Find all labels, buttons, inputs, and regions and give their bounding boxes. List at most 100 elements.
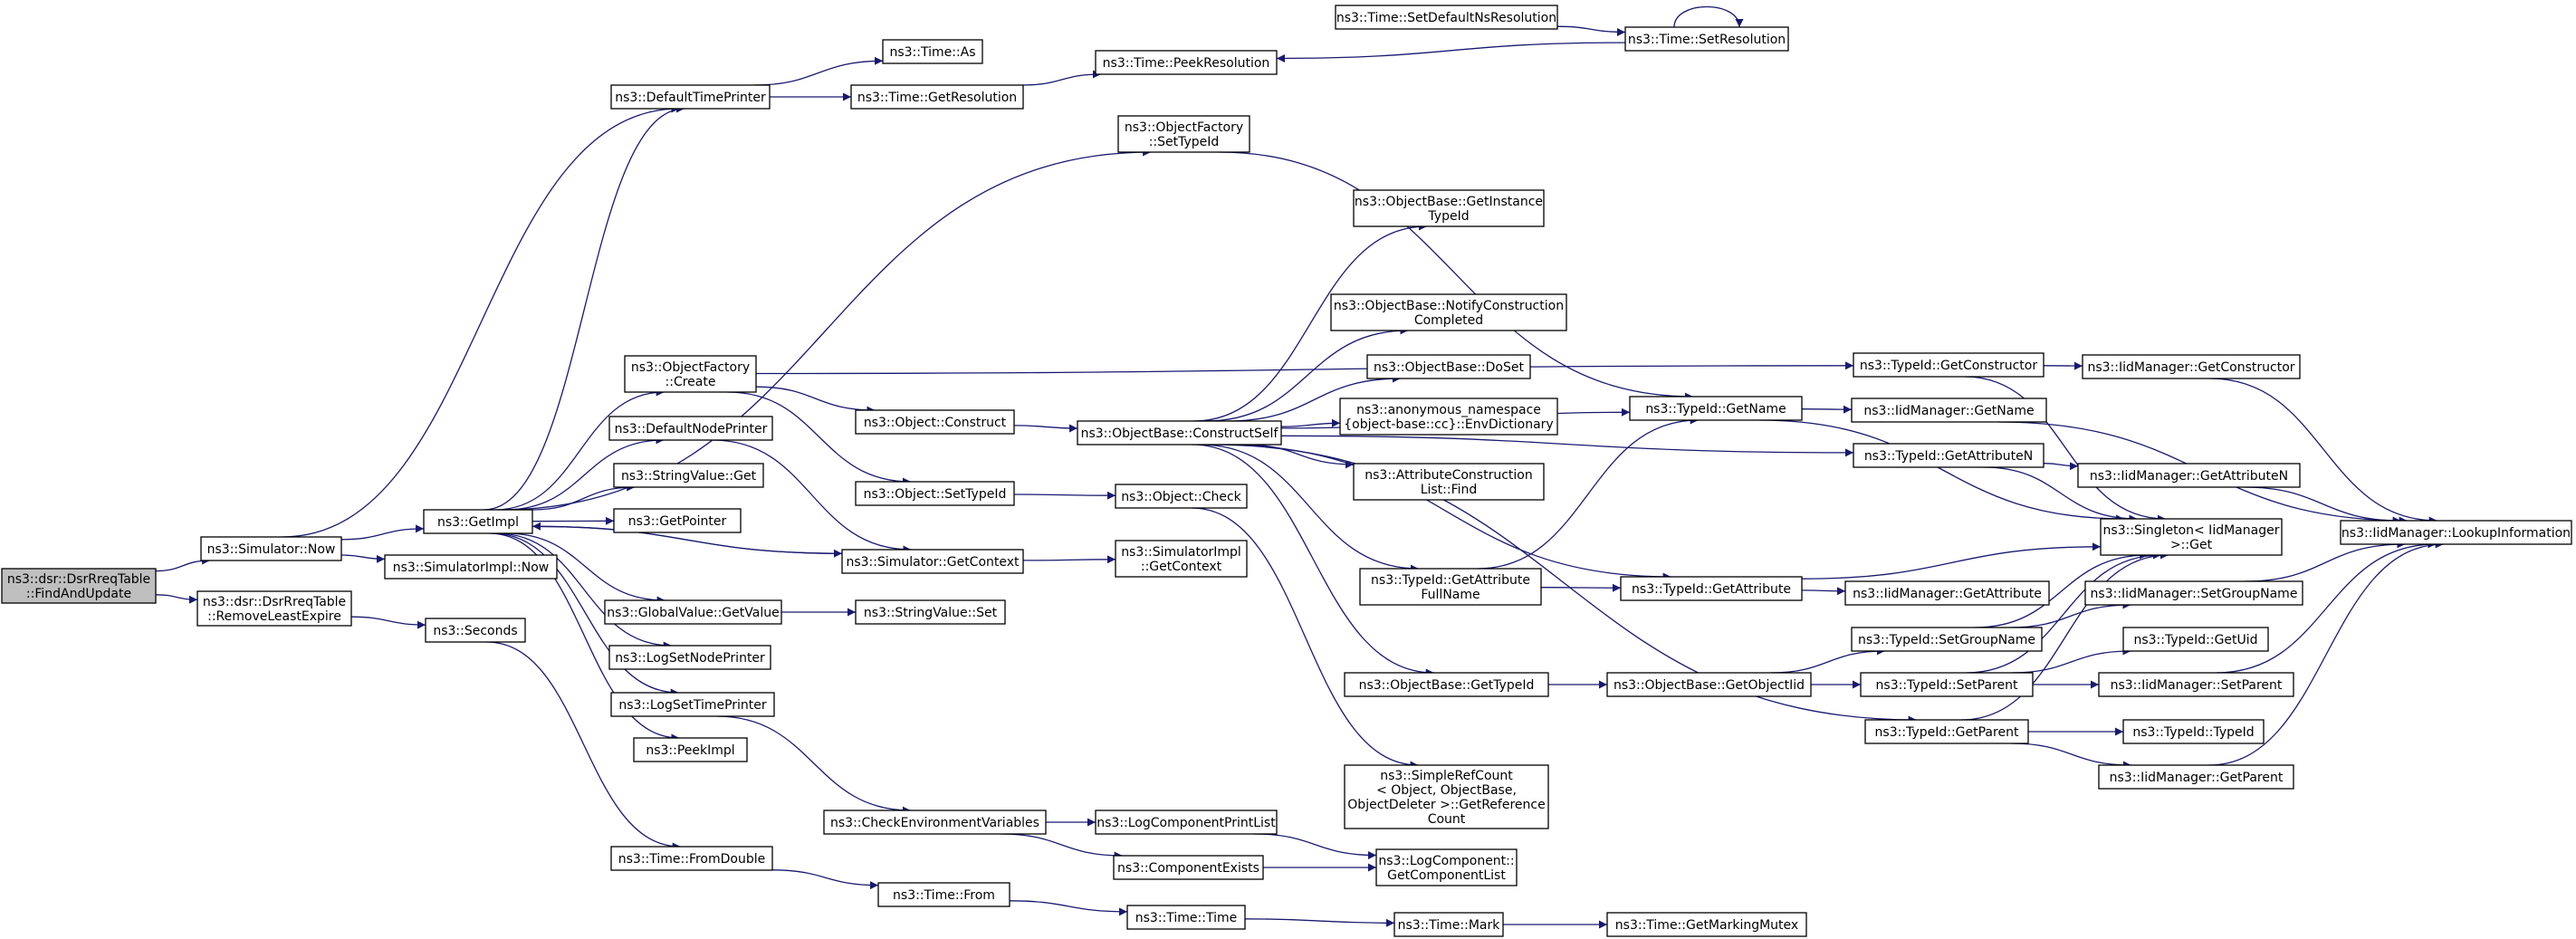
function-node-label: ns3::Time::PeekResolution	[1103, 56, 1270, 71]
function-node[interactable]: ns3::TypeId::TypeId	[2122, 719, 2265, 744]
function-node[interactable]: ns3::Simulator::GetContext	[841, 549, 1024, 574]
function-node[interactable]: ns3::TypeId::GetAttributeN	[1853, 443, 2045, 468]
function-node[interactable]: ns3::Time::SetResolution	[1624, 26, 1789, 52]
call-edge-line	[1193, 222, 1428, 422]
function-node-box	[850, 84, 1024, 110]
function-node[interactable]: ns3::DefaultTimePrinter	[610, 84, 771, 110]
call-edge-line	[1001, 833, 1123, 860]
function-node[interactable]: ns3::TypeId::GetParent	[1864, 719, 2029, 744]
function-node[interactable]: ns3::anonymous_namespace{object-base::cc…	[1339, 398, 1558, 436]
call-edge	[1205, 326, 1409, 422]
function-node[interactable]: ns3::Object::SetTypeId	[855, 481, 1015, 506]
function-node[interactable]: ns3::IidManager::LookupInformation	[2340, 520, 2572, 545]
call-edge	[2009, 600, 2131, 628]
function-node[interactable]: ns3::Time::SetDefaultNsResolution	[1335, 5, 1558, 30]
function-node[interactable]: ns3::Singleton< IidManager>::Get	[2100, 518, 2283, 556]
function-node[interactable]: ns3::ObjectFactory::SetTypeId	[1117, 115, 1250, 153]
function-node[interactable]: ns3::TypeId::SetParent	[1860, 672, 2034, 697]
function-node-label: ns3::ComponentExists	[1117, 861, 1259, 876]
function-node[interactable]: ns3::Object::Check	[1115, 484, 1248, 509]
function-node[interactable]: ns3::SimpleRefCount< Object, ObjectBase,…	[1344, 764, 1549, 829]
function-node[interactable]: ns3::ObjectBase::GetObjectIid	[1606, 672, 1812, 697]
function-node[interactable]: ns3::TypeId::SetGroupName	[1851, 627, 2043, 652]
call-edge-line	[1013, 491, 1116, 500]
function-node[interactable]: ns3::GlobalValue::GetValue	[604, 599, 782, 625]
function-node-label: Completed	[1414, 313, 1483, 328]
call-edge-line	[2011, 647, 2131, 674]
function-node-label: ns3::SimulatorImpl::Now	[393, 561, 550, 575]
call-edge-line	[1280, 418, 1341, 427]
call-edge	[1770, 647, 1885, 674]
function-node[interactable]: ns3::DefaultNodePrinter	[608, 416, 773, 441]
function-node-label: ns3::IidManager::SetGroupName	[2091, 587, 2298, 601]
function-node[interactable]: ns3::StringValue::Set	[855, 599, 1006, 625]
root-function-node[interactable]: ns3::dsr::DsrRreqTable::FindAndUpdate	[1, 568, 157, 604]
function-node[interactable]: ns3::Simulator::Now	[200, 536, 342, 561]
function-node[interactable]: ns3::IidManager::GetAttributeN	[2077, 463, 2301, 488]
function-node[interactable]: ns3::LogSetTimePrinter	[610, 692, 775, 717]
function-node[interactable]: ns3::ObjectBase::GetTypeId	[1344, 672, 1549, 697]
function-node[interactable]: ns3::LogComponentPrintList	[1095, 810, 1278, 835]
function-node[interactable]: ns3::Time::FromDouble	[610, 846, 773, 871]
function-node[interactable]: ns3::IidManager::SetParent	[2098, 672, 2294, 697]
function-node-box	[823, 810, 1047, 835]
function-node[interactable]: ns3::LogComponent::GetComponentList	[1375, 848, 1518, 886]
function-node[interactable]: ns3::LogSetNodePrinter	[608, 645, 771, 670]
call-edge	[489, 532, 680, 743]
function-node[interactable]: ns3::ObjectBase::ConstructSelf	[1077, 420, 1282, 446]
function-node[interactable]: ns3::Object::Construct	[855, 409, 1015, 435]
function-node[interactable]: ns3::dsr::DsrRreqTable::RemoveLeastExpir…	[196, 590, 352, 627]
function-node-label: ns3::IidManager::GetAttribute	[1853, 587, 2042, 601]
call-edge	[1966, 551, 2161, 674]
function-node-label: ns3::TypeId::GetAttribute	[1371, 573, 1530, 588]
call-edge-line	[1219, 151, 1693, 401]
function-node[interactable]: ns3::Time::PeekResolution	[1095, 50, 1278, 75]
function-node-box	[1115, 540, 1248, 578]
function-node-label: {object-base::cc}::EnvDictionary	[1344, 417, 1553, 432]
call-edge-line	[489, 532, 680, 743]
function-node[interactable]: ns3::Time::GetResolution	[850, 84, 1024, 110]
function-node[interactable]: ns3::SimulatorImpl::GetContext	[1115, 540, 1248, 578]
function-node-label: Count	[1428, 812, 1466, 827]
call-edge	[771, 869, 879, 890]
function-node[interactable]: ns3::Time::Time	[1126, 905, 1246, 930]
function-node-label: ns3::Time::Mark	[1398, 918, 1501, 933]
function-node[interactable]: ns3::StringValue::Get	[613, 463, 764, 488]
function-node[interactable]: ns3::Time::From	[877, 882, 1010, 907]
function-node-box	[2077, 463, 2301, 488]
function-node[interactable]: ns3::PeekImpl	[633, 737, 748, 762]
function-node[interactable]: ns3::IidManager::GetName	[1851, 398, 2047, 423]
function-node[interactable]: ns3::ObjectFactory::Create	[624, 355, 757, 393]
function-node[interactable]: ns3::IidManager::GetConstructor	[2082, 354, 2301, 379]
function-node[interactable]: ns3::IidManager::SetGroupName	[2084, 580, 2303, 606]
function-node[interactable]: ns3::Time::GetMarkingMutex	[1606, 912, 1807, 937]
function-node[interactable]: ns3::Time::Mark	[1393, 912, 1504, 937]
function-node-box	[1853, 352, 2045, 378]
function-node[interactable]: ns3::TypeId::GetUid	[2122, 627, 2269, 652]
function-node[interactable]: ns3::Time::As	[882, 39, 983, 64]
function-node[interactable]: ns3::IidManager::GetParent	[2098, 764, 2294, 790]
function-node[interactable]: ns3::CheckEnvironmentVariables	[823, 810, 1047, 835]
function-node-label: ns3::SimulatorImpl	[1121, 545, 1241, 560]
function-node[interactable]: ns3::TypeId::GetName	[1629, 396, 1803, 421]
function-node[interactable]: ns3::Seconds	[425, 618, 526, 643]
function-node[interactable]: ns3::ObjectBase::NotifyConstructionCompl…	[1330, 293, 1567, 331]
function-node[interactable]: ns3::GetImpl	[423, 509, 533, 534]
call-edge-line	[1961, 551, 2169, 721]
function-node-box	[633, 737, 748, 762]
function-node[interactable]: ns3::ObjectBase::DoSet	[1366, 354, 1531, 379]
function-node[interactable]: ns3::TypeId::GetAttribute	[1620, 576, 1803, 601]
function-node-box	[1335, 5, 1558, 30]
function-node-box	[200, 536, 342, 561]
call-edge-line	[505, 532, 666, 605]
function-node[interactable]: ns3::ComponentExists	[1113, 855, 1264, 880]
call-edge-line	[1192, 444, 1434, 677]
function-node[interactable]: ns3::TypeId::GetConstructor	[1853, 352, 2045, 378]
function-node[interactable]: ns3::GetPointer	[613, 508, 742, 533]
function-node[interactable]: ns3::IidManager::GetAttribute	[1844, 580, 2050, 606]
function-node[interactable]: ns3::SimulatorImpl::Now	[384, 554, 558, 580]
call-edge-line	[752, 56, 884, 86]
